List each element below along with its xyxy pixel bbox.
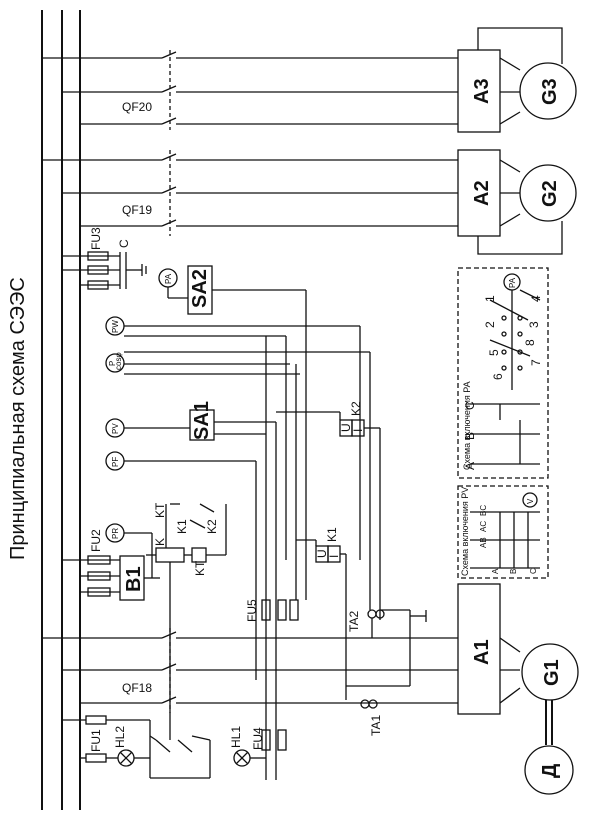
label-C: C xyxy=(117,239,131,248)
meter-PW: PW xyxy=(111,320,120,333)
label-HL2: HL2 xyxy=(113,726,127,748)
inset-pa-title: Схема включения PA xyxy=(462,381,472,470)
label-FU3: FU3 xyxy=(89,227,103,250)
label-G3: G3 xyxy=(539,78,561,105)
label-FU5: FU5 xyxy=(245,599,259,622)
label-G1: G1 xyxy=(541,659,563,686)
inset-pa-pos-3: 3 xyxy=(527,321,541,328)
inset-pa-meter: PA xyxy=(508,277,517,288)
label-K2-coil: K2 xyxy=(349,401,363,416)
label-K2-contact: K2 xyxy=(205,519,219,534)
meter-PF: PF xyxy=(111,457,120,467)
inset-pv-mode-bc: BC xyxy=(479,505,488,516)
label-K1-U: U xyxy=(315,549,329,558)
inset-pv-phase-c: C xyxy=(529,568,538,574)
label-A2: A2 xyxy=(471,180,493,206)
diagram-title: Принципиальная схема СЭЭС xyxy=(7,277,29,560)
inset-pv-phase-a: A xyxy=(491,568,500,574)
meter-PA: PA xyxy=(164,273,173,284)
label-QF19: QF19 xyxy=(122,203,152,217)
label-K2-I: I xyxy=(351,429,365,432)
inset-pv-mode-ab: AB xyxy=(479,537,488,548)
inset-pa-phase-b: B xyxy=(463,432,477,440)
label-K1-coil: K1 xyxy=(325,527,339,542)
inset-pv-phase-b: B xyxy=(509,569,518,574)
label-K: K xyxy=(153,538,167,546)
meter-PR: PR xyxy=(111,528,120,539)
label-K2-U: U xyxy=(339,423,353,432)
inset-pa-phase-c: C xyxy=(463,401,477,410)
inset-pa-pos-5: 5 xyxy=(487,349,501,356)
label-TA1: TA1 xyxy=(369,715,383,736)
label-FU1: FU1 xyxy=(89,729,103,752)
label-KT-coil: KT xyxy=(193,560,207,576)
inset-pa-pos-6: 6 xyxy=(491,373,505,380)
meter-P: P xyxy=(108,361,117,366)
label-A3: A3 xyxy=(471,78,493,104)
label-TA2: TA2 xyxy=(347,611,361,632)
meter-PV: PV xyxy=(111,423,120,434)
inset-pv-meter: V xyxy=(526,498,535,504)
label-G2: G2 xyxy=(539,180,561,207)
label-B1: B1 xyxy=(123,566,145,592)
label-SA2: SA2 xyxy=(189,269,211,308)
inset-pa-pos-4: 4 xyxy=(529,295,543,302)
label-FU4: FU4 xyxy=(251,727,265,750)
label-A1: A1 xyxy=(471,639,493,665)
inset-pv-title: Схема включения PV xyxy=(460,487,470,576)
meter-cos: cosφ xyxy=(114,352,123,370)
label-motor: Д xyxy=(539,764,561,778)
inset-pa-pos-7: 7 xyxy=(529,359,543,366)
label-K1-I: I xyxy=(327,555,341,558)
inset-pv-mode-ac: AC xyxy=(479,521,488,532)
inset-pa-pos-8: 8 xyxy=(523,339,537,346)
inset-pa-pos-2: 2 xyxy=(483,321,497,328)
label-FU2: FU2 xyxy=(89,529,103,552)
label-SA1: SA1 xyxy=(191,401,213,440)
inset-pa-phase-a: A xyxy=(463,462,477,470)
label-QF18: QF18 xyxy=(122,681,152,695)
label-QF20: QF20 xyxy=(122,100,152,114)
inset-pa-pos-1: 1 xyxy=(483,295,497,302)
label-K1-contact: K1 xyxy=(175,519,189,534)
label-KT-contact: KT xyxy=(153,502,167,518)
label-HL1: HL1 xyxy=(229,726,243,748)
